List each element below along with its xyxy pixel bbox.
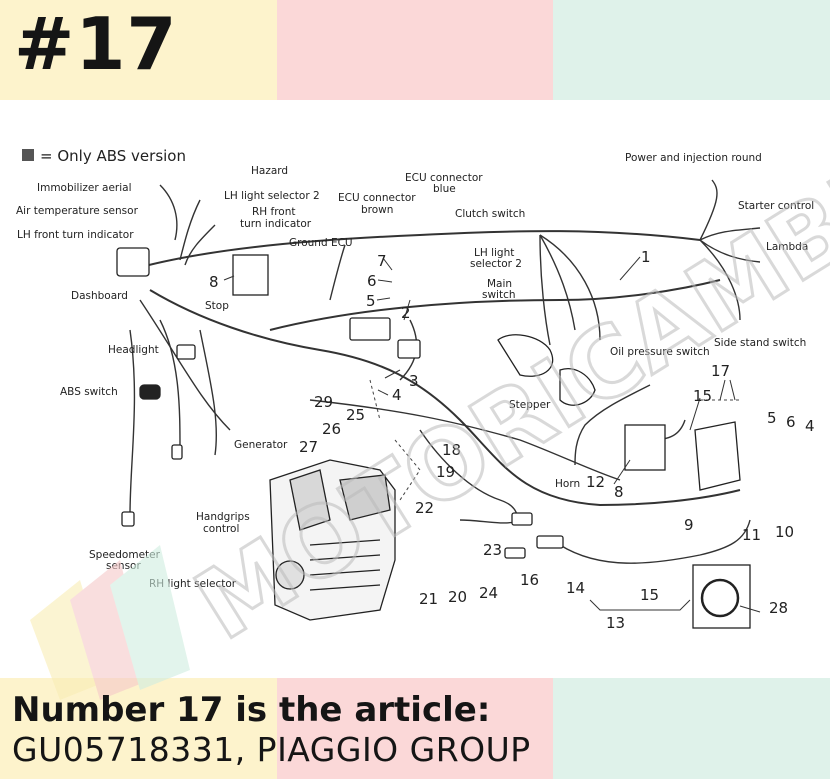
label-power-injection: Power and injection round — [625, 152, 762, 164]
label-side-stand: Side stand switch — [714, 337, 806, 349]
label-ecu-blue-1: ECU connector — [405, 172, 483, 184]
part-number-15-bottom: 15 — [640, 586, 659, 604]
part-number-20: 20 — [448, 588, 467, 606]
label-abs-switch: ABS switch — [60, 386, 118, 398]
engine-block — [269, 459, 396, 621]
label-oil-pressure: Oil pressure switch — [610, 346, 710, 358]
ecu-connector-blue — [397, 339, 421, 359]
band-yellow — [0, 0, 277, 100]
label-ecu-brown-2: brown — [361, 204, 393, 216]
part-number-21: 21 — [419, 590, 438, 608]
label-main-switch-1: Main — [487, 278, 512, 290]
wiring-harness — [129, 179, 761, 564]
label-starter: Starter control — [738, 200, 814, 212]
label-stepper: Stepper — [509, 399, 551, 411]
part-number-22: 22 — [415, 499, 434, 517]
label-ecu-blue-2: blue — [433, 183, 456, 195]
label-ecu-brown-1: ECU connector — [338, 192, 416, 204]
part-number-15-top: 15 — [693, 387, 712, 405]
band-mint — [553, 0, 830, 100]
label-rh-front-1: RH front — [252, 206, 296, 218]
label-speedo-2: sensor — [106, 560, 141, 572]
part-number-27: 27 — [299, 438, 318, 456]
label-stop: Stop — [205, 300, 229, 312]
label-lh-selector-2b-2: selector 2 — [470, 258, 522, 270]
legend-swatch — [22, 149, 34, 161]
clamp-28 — [700, 578, 740, 618]
article-number-title: #17 — [14, 2, 178, 86]
label-headlight: Headlight — [108, 344, 159, 356]
label-generator: Generator — [234, 439, 288, 451]
part-number-24: 24 — [479, 584, 498, 602]
part-number-4: 4 — [392, 386, 402, 404]
part-number-23: 23 — [483, 541, 502, 559]
part-number-1: 1 — [641, 248, 651, 266]
label-handgrips-2: control — [203, 523, 239, 535]
label-hazard: Hazard — [251, 165, 288, 177]
relay-8-right — [624, 424, 666, 471]
relay-8-left — [232, 254, 269, 296]
label-air-temp: Air temperature sensor — [16, 205, 139, 217]
part-number-14: 14 — [566, 579, 585, 597]
part-number-19: 19 — [436, 463, 455, 481]
label-ground-ecu: Ground ECU — [289, 237, 353, 249]
bracket-9 — [694, 421, 741, 491]
part-number-6: 6 — [367, 272, 377, 290]
band-mint — [553, 678, 830, 779]
part-number-5: 5 — [366, 292, 376, 310]
part-number-2: 2 — [401, 304, 411, 322]
part-number-6-right: 6 — [786, 413, 796, 431]
part-number-25: 25 — [346, 406, 365, 424]
handgrip-connector — [171, 444, 183, 460]
clamp-28-box — [692, 564, 751, 629]
footer-article-line: Number 17 is the article: — [12, 690, 491, 730]
part-number-12: 12 — [586, 473, 605, 491]
part-number-3: 3 — [409, 372, 419, 390]
label-rh-front-2: turn indicator — [240, 218, 312, 230]
label-lh-selector-2b-1: LH light — [474, 247, 514, 259]
label-main-switch-2: switch — [482, 289, 516, 301]
label-lambda: Lambda — [766, 241, 808, 253]
speedometer-connector — [121, 511, 135, 527]
legend-text: = Only ABS version — [40, 147, 186, 165]
part-number-13: 13 — [606, 614, 625, 632]
label-lh-selector-2: LH light selector 2 — [224, 190, 320, 202]
dashboard-connector — [116, 247, 150, 277]
band-pink — [276, 0, 554, 100]
spark-plug-cap-14 — [536, 535, 564, 549]
part-number-26: 26 — [322, 420, 341, 438]
part-number-16: 16 — [520, 571, 539, 589]
band-pink — [276, 678, 554, 779]
label-clutch: Clutch switch — [455, 208, 525, 220]
part-number-10: 10 — [775, 523, 794, 541]
footer-part-number: GU05718331, PIAGGIO GROUP — [12, 730, 531, 769]
part-number-9: 9 — [684, 516, 694, 534]
part-number-17: 17 — [711, 362, 730, 380]
lambda-sensor-23 — [511, 512, 533, 526]
part-number-5-right: 5 — [767, 409, 777, 427]
part-number-29: 29 — [314, 393, 333, 411]
stepper-motor — [559, 368, 596, 406]
part-number-18: 18 — [442, 441, 461, 459]
part-number-7: 7 — [377, 252, 387, 270]
throttle-body — [497, 334, 554, 377]
spark-plug-16 — [504, 547, 526, 559]
headlight-connector — [176, 344, 196, 360]
label-lh-front: LH front turn indicator — [17, 229, 134, 241]
part-number-11: 11 — [742, 526, 761, 544]
part-number-8-left: 8 — [209, 273, 219, 291]
label-dashboard: Dashboard — [71, 290, 128, 302]
part-number-28: 28 — [769, 599, 788, 617]
label-immobilizer: Immobilizer aerial — [37, 182, 132, 194]
part-number-4-right: 4 — [805, 417, 815, 435]
ecu-connector-brown — [349, 317, 391, 341]
wiring-diagram: = Only ABS version Hazard Immobilizer ae… — [16, 147, 815, 632]
label-handgrips-1: Handgrips — [196, 511, 250, 523]
label-horn: Horn — [555, 478, 580, 490]
abs-switch-connector — [139, 384, 161, 400]
part-number-8-right: 8 — [614, 483, 624, 501]
header-band — [0, 0, 830, 100]
label-rh-selector: RH light selector — [149, 578, 237, 590]
